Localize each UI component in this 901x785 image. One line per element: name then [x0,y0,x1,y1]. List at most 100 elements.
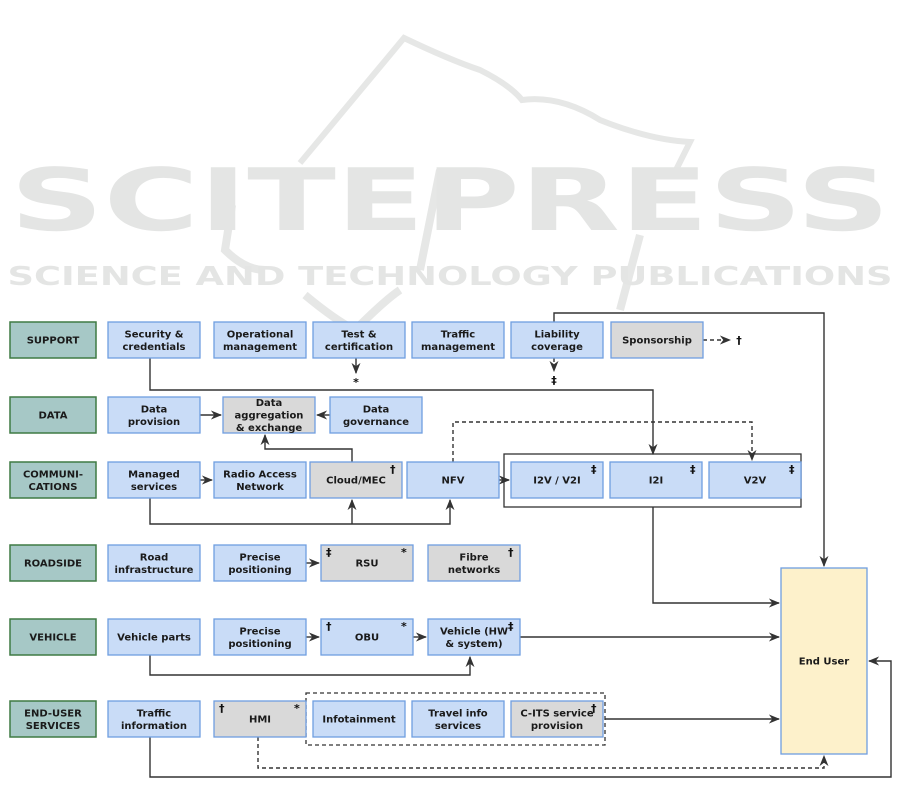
node-label-line: OBU [355,633,379,644]
node-testcert[interactable]: Test &certification [312,321,406,359]
node-label-line: provision [531,721,583,732]
node-label-line: & exchange [236,423,303,434]
node-vehparts[interactable]: Vehicle parts [107,618,201,656]
category-vehicle: VEHICLE [9,618,97,656]
node-enduser[interactable]: End User [780,567,868,755]
node-box [411,700,505,738]
node-i2v[interactable]: I2V / V2I‡ [510,461,604,499]
node-box [107,618,201,656]
node-label-line: coverage [531,342,583,353]
node-box [609,461,703,499]
node-label-line: Operational [227,329,294,340]
node-box [107,461,201,499]
node-box [107,544,201,582]
node-label-line: HMI [249,715,271,726]
footnote-mark: ‡ [326,546,332,559]
node-label-line: management [223,342,297,353]
category-label-line: SERVICES [26,721,81,732]
node-box [320,544,414,582]
node-infotainment[interactable]: Infotainment [312,700,406,738]
footnote-mark: ‡ [508,620,514,633]
node-label-line: Precise [239,552,280,563]
node-vehicle[interactable]: Vehicle (HW& system)‡ [427,618,521,656]
node-liability[interactable]: Liability coverage [510,321,604,359]
watermark-subtitle: SCIENCE AND TECHNOLOGY PUBLICATIONS [8,262,893,292]
edge-hmi-to-enduser [257,737,829,769]
footnote-mark: † [390,463,396,476]
annotation-sponsorship_out: † [736,334,742,347]
node-box [510,700,604,738]
category-roadside: ROADSIDE [9,544,97,582]
category-box [9,700,97,738]
node-label-line: Radio Access [223,469,297,480]
edge-trafficinfo-to-enduser [149,656,892,778]
node-dataagg[interactable]: Data aggregation& exchange [222,396,316,434]
node-box [309,461,403,499]
node-i2i[interactable]: I2I‡ [609,461,703,499]
node-label-line: Security & [125,329,184,340]
category-box [9,461,97,499]
footnote-mark: * [294,702,300,715]
category-box [9,321,97,359]
footnote-mark: † [326,620,332,633]
node-label-line: Vehicle (HW [440,626,508,637]
footnote-mark: * [401,546,407,559]
node-precpos2[interactable]: Precise positioning [213,618,307,656]
node-security[interactable]: Security &credentials [107,321,201,359]
node-box [708,461,802,499]
node-label-line: aggregation [235,411,304,422]
node-label-line: Liability [534,329,580,340]
node-label-line: positioning [228,565,291,576]
node-hmi[interactable]: HMI†* [213,700,307,738]
node-cloud[interactable]: Cloud/MEC† [309,461,403,499]
node-label-line: Managed [128,469,180,480]
node-label-line: networks [448,565,500,576]
category-label-line: COMMUNI- [23,469,83,480]
node-label-line: certification [325,342,393,353]
node-label-line: C-ITS service [520,708,593,719]
node-label-line: Data [363,404,390,415]
node-label-line: Network [236,482,284,493]
node-label-line: services [131,482,177,493]
category-box [9,544,97,582]
node-box [780,567,868,755]
footnote-mark: ‡ [690,463,696,476]
node-rsu[interactable]: RSU ‡ * [320,544,414,582]
node-box [427,544,521,582]
node-opmgmt[interactable]: Operational management [213,321,307,359]
node-precpos1[interactable]: Precise positioning [213,544,307,582]
footnote-mark: * [401,620,407,633]
edge-cloud-to-dataagg [260,433,353,462]
category-comms: COMMUNI-CATIONS [9,461,97,499]
node-box [213,700,307,738]
node-nfv[interactable]: NFV [406,461,500,499]
node-box [213,544,307,582]
node-label-line: End User [799,657,849,668]
node-v2v[interactable]: V2V‡ [708,461,802,499]
node-label-line: RSU [355,559,378,570]
node-label-line: Precise [239,626,280,637]
node-label-line: Traffic [441,329,476,340]
node-label-line: infrastructure [115,565,194,576]
edge-liability-to-enduser [553,312,829,568]
node-label-line: positioning [228,639,291,650]
node-box [107,321,201,359]
node-box [610,321,704,359]
node-managed[interactable]: Managed services [107,461,201,499]
node-label-line: Infotainment [322,715,395,726]
node-sponsorship[interactable]: Sponsorship [610,321,704,359]
node-obu[interactable]: OBU † * [320,618,414,656]
node-label-line: Data [256,398,283,409]
node-box [427,618,521,656]
